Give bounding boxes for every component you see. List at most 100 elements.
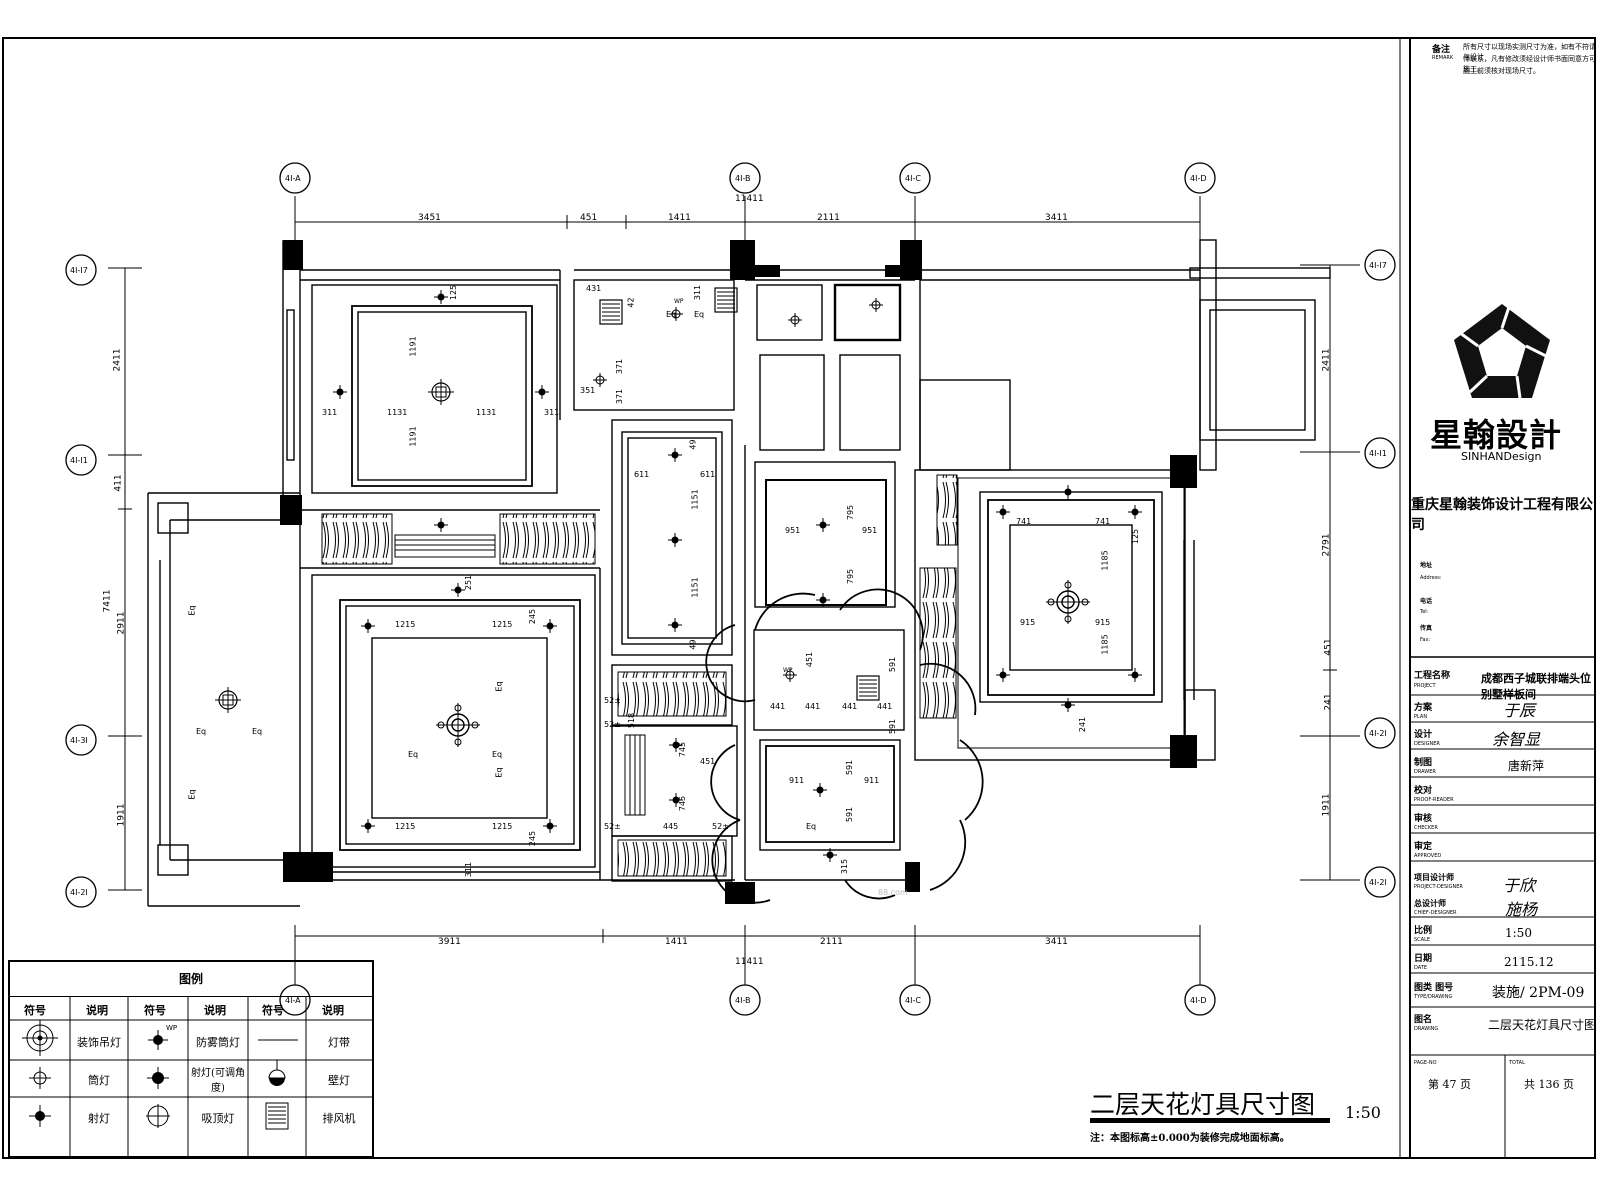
chief-designer-label-en: CHIEF-DESIGNER bbox=[1414, 910, 1457, 916]
approved-label-en: APPROVED bbox=[1414, 853, 1442, 859]
legend-head-symbol-3: 符号 bbox=[262, 1004, 284, 1017]
r10-f: 52± bbox=[604, 696, 621, 705]
r1-e: 311 bbox=[322, 408, 338, 417]
proof-label-en: PROOF-READER bbox=[1414, 797, 1454, 803]
r5-h: 241 bbox=[1078, 716, 1088, 733]
approved-label: 审定 bbox=[1414, 842, 1433, 852]
dim-right-2: 2791 bbox=[1321, 533, 1332, 557]
axis-left-2: 4I-I1 bbox=[70, 456, 88, 465]
axis-top-d: 4I-D bbox=[1190, 174, 1207, 183]
dim-left-1: 2411 bbox=[112, 348, 123, 372]
r2-h: Eq bbox=[494, 767, 504, 778]
designer-signature: 余智显 bbox=[1492, 730, 1541, 749]
r7-d: 371 bbox=[615, 358, 625, 375]
dim-bottom-4: 3411 bbox=[1045, 937, 1068, 947]
r2-i: 251 bbox=[464, 574, 474, 591]
r7-a: 431 bbox=[586, 284, 602, 293]
legend-table: 图例 符号 说明 符号 说明 符号 说明 装饰吊灯 防雾筒灯 灯带 WP 筒灯 … bbox=[8, 960, 374, 1158]
r7-e: 371 bbox=[615, 388, 625, 405]
r5-d: 915 bbox=[1095, 618, 1111, 627]
legend-head-desc-1: 说明 bbox=[86, 1004, 108, 1017]
r9-c: 591 bbox=[845, 759, 855, 776]
legend-decor-pendant: 装饰吊灯 bbox=[77, 1036, 121, 1049]
total-label-en: TOTAL bbox=[1509, 1060, 1525, 1066]
ceiling-lamp-icon bbox=[146, 1104, 170, 1128]
r6-a: Eq bbox=[187, 605, 197, 616]
dim-left-3: 7411 bbox=[102, 589, 113, 613]
r7-f: 351 bbox=[580, 386, 596, 395]
r6-b: Eq bbox=[196, 727, 207, 736]
downlight-icon bbox=[29, 1067, 51, 1089]
page-number: 第 47 页 bbox=[1428, 1078, 1471, 1091]
dim-bottom-1: 3911 bbox=[438, 937, 461, 947]
remark-line-1: 所有尺寸以现场实测尺寸为准，如有不符请与设计 bbox=[1463, 43, 1596, 61]
drawing-scale: 1:50 bbox=[1345, 1103, 1381, 1122]
drawn-label-en: DRAWER bbox=[1414, 769, 1436, 775]
columns bbox=[280, 240, 1197, 904]
legend-exhaust-fan: 排风机 bbox=[322, 1112, 356, 1125]
r10-d: 445 bbox=[663, 822, 679, 831]
design-label-en: DESIGNER bbox=[1414, 741, 1440, 747]
axis-top-a: 4I-A bbox=[285, 174, 301, 183]
r2-b: 1215 bbox=[492, 620, 513, 629]
legend-title: 图例 bbox=[10, 962, 372, 997]
remark-label-en: REMARK bbox=[1432, 55, 1454, 61]
r1-f: 311 bbox=[544, 408, 560, 417]
r10-b: 745 bbox=[678, 795, 688, 812]
dim-bottom-total: 11411 bbox=[735, 957, 764, 967]
dim-top-2: 451 bbox=[580, 213, 598, 223]
design-label: 设计 bbox=[1414, 730, 1433, 740]
drawing-title: 二层天花灯具尺寸图 bbox=[1090, 1090, 1316, 1119]
axis-left-4: 4I-2I bbox=[70, 888, 88, 897]
r8-g: 591 bbox=[888, 718, 898, 735]
dim-bottom-3: 2111 bbox=[820, 937, 843, 947]
r5-b: 741 bbox=[1095, 517, 1111, 526]
axis-left-3: 4I-3I bbox=[70, 736, 88, 745]
r5-g: 125 bbox=[1131, 528, 1141, 545]
legend-moistureproof-downlight: 防雾筒灯 bbox=[196, 1036, 240, 1049]
project-label-en: PROJECT bbox=[1414, 683, 1436, 689]
logo-english: SINHANDesign bbox=[1461, 450, 1542, 463]
drawing-name-value: 二层天花灯具尺寸图 bbox=[1488, 1018, 1597, 1032]
r1-d: 1131 bbox=[476, 408, 497, 417]
drawer-name: 唐新萍 bbox=[1508, 759, 1545, 773]
moistureproof-downlight-icon bbox=[148, 1030, 168, 1050]
drawing-name-label: 图名 bbox=[1414, 1015, 1433, 1025]
logo-name: 星翰設計 bbox=[1430, 416, 1563, 454]
wall-lamp-icon bbox=[268, 1059, 286, 1086]
legend-head-desc-2: 说明 bbox=[204, 1004, 226, 1017]
r10-e: 52± bbox=[712, 822, 729, 831]
r4-c: 951 bbox=[785, 526, 801, 535]
drawing-name-label-en: DRAWING bbox=[1414, 1026, 1439, 1032]
date-label: 日期 bbox=[1414, 954, 1433, 964]
r4-b: 795 bbox=[846, 568, 856, 585]
r2-n: 52± bbox=[604, 822, 621, 831]
dim-top-5: 3411 bbox=[1045, 213, 1068, 223]
r2-l: 311 bbox=[464, 861, 474, 878]
r8-d: 441 bbox=[805, 702, 821, 711]
r5-a: 741 bbox=[1016, 517, 1032, 526]
r2-j: 245 bbox=[528, 608, 538, 625]
project-designer-signature: 于欣 bbox=[1503, 876, 1536, 895]
r9-a: 911 bbox=[789, 776, 805, 785]
r3-e: 49 bbox=[688, 439, 698, 450]
r7-g: WP bbox=[674, 298, 684, 305]
r5-f: 1185 bbox=[1100, 634, 1110, 655]
r3-f: 49 bbox=[688, 639, 698, 650]
r8-f: 441 bbox=[877, 702, 893, 711]
r7-h: Eq bbox=[666, 310, 677, 319]
remark-label: 备注 bbox=[1432, 45, 1451, 55]
r9-f: 315 bbox=[840, 858, 850, 875]
r1-a: 1191 bbox=[408, 336, 418, 357]
axis-bottom-d: 4I-D bbox=[1190, 996, 1207, 1005]
dim-right-1: 2411 bbox=[1321, 348, 1332, 372]
r2-g: Eq bbox=[494, 681, 504, 692]
axis-left-1: 4I-I7 bbox=[70, 266, 88, 275]
remark-line-2: 师联系，凡有修改须经设计师书面同意方可施工。 bbox=[1463, 55, 1596, 73]
walls bbox=[147, 239, 1331, 907]
tel-label-en: Tel: bbox=[1420, 609, 1429, 615]
tel-label: 电话 bbox=[1420, 598, 1433, 605]
axis-bottom-c: 4I-C bbox=[905, 996, 921, 1005]
r2-d: 1215 bbox=[492, 822, 513, 831]
